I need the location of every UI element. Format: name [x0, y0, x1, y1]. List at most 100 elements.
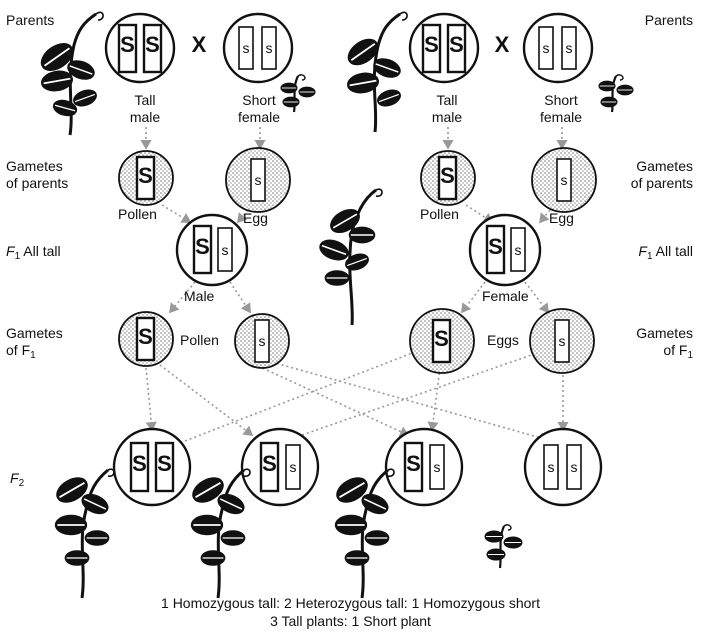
f1-gamete-egg-s	[529, 308, 595, 374]
parent-tall-left	[104, 12, 176, 84]
allele-S: S	[440, 163, 455, 188]
label-line: female	[539, 109, 583, 125]
label-line: female	[237, 109, 281, 125]
cross-symbol: X	[191, 32, 207, 57]
f1-gamete-egg-S	[409, 308, 475, 374]
allele-S: S	[120, 32, 135, 57]
f2-SS	[112, 427, 192, 507]
allele-S: S	[157, 451, 172, 476]
caption-ratio-phenotype: 3 Tall plants: 1 Short plant	[270, 613, 431, 629]
arrow-pollens-ss	[271, 361, 550, 444]
f2-Ss-1	[240, 427, 320, 507]
allele-s: s	[542, 40, 550, 56]
tall-plant-icon-f2-1	[52, 468, 115, 599]
arrow-pollen-f1-left	[161, 204, 192, 223]
label-tall-male-left: Tall male	[112, 92, 178, 126]
allele-S: S	[195, 234, 210, 259]
arrow-eggS-SS	[170, 349, 421, 449]
allele-s: s	[547, 459, 555, 475]
short-plant-icon-1	[280, 74, 316, 113]
row-label-gametes-parents-right: Gametes of parents	[631, 158, 693, 192]
allele-S: S	[138, 163, 153, 188]
gamete-pollen-right	[420, 150, 476, 206]
label-line: Gametes	[6, 158, 63, 174]
allele-S: S	[488, 234, 503, 259]
label-pollen-right: Pollen	[420, 206, 459, 222]
f1-subscript: 1	[646, 251, 653, 262]
label-line: Short	[242, 92, 276, 108]
f1-subscript: 1	[30, 350, 36, 361]
label-line: of F1	[636, 342, 693, 364]
arrows	[140, 127, 569, 449]
cross-symbol: X	[494, 32, 510, 57]
label-pollen-f1: Pollen	[180, 332, 219, 348]
allele-S: S	[145, 32, 160, 57]
allele-s: s	[221, 242, 229, 258]
row-label-parents-right: Parents	[644, 12, 693, 28]
gamete-pollen-left	[118, 150, 174, 206]
f2-ss	[523, 427, 603, 507]
arrow-f1-gamete-S-left	[168, 281, 196, 314]
label-female: Female	[482, 288, 529, 304]
f1-symbol: F	[6, 243, 15, 259]
allele-s: s	[560, 172, 568, 188]
arrow-eggS-Ss2	[427, 367, 441, 432]
parent-short-left	[222, 12, 294, 84]
label-line: Tall	[436, 92, 458, 108]
f1-symbol: F	[638, 243, 647, 259]
allele-s: s	[258, 333, 266, 349]
arrow-eggs-Ss1	[280, 351, 541, 445]
caption-ratio-genotype: 1 Homozygous tall: 2 Heterozygous tall: …	[161, 595, 540, 611]
arrow-f1-gamete-s-right	[524, 281, 549, 314]
tall-plant-icon-f2-2	[188, 468, 251, 599]
row-label-f1-right: F1 All tall	[638, 243, 693, 265]
label-male: Male	[184, 288, 215, 304]
label-line: male	[129, 109, 161, 125]
tall-plant-icon-1	[35, 11, 104, 136]
f1-left	[175, 213, 249, 287]
arrow-pollens-Ss2	[257, 365, 410, 437]
label-text: of F	[663, 342, 688, 358]
f2-symbol: F	[10, 470, 19, 486]
allele-s: s	[558, 333, 566, 349]
allele-S: S	[449, 32, 464, 57]
arrow-pollenS-Ss1	[159, 364, 254, 436]
tall-plant-icon-f2-3	[332, 468, 395, 599]
label-short-female-left: Short female	[226, 92, 292, 126]
allele-S: S	[262, 451, 277, 476]
label-line: Short	[544, 92, 578, 108]
allele-S: S	[138, 324, 153, 349]
label-line: Gametes	[6, 325, 63, 341]
parent-tall-right	[408, 12, 480, 84]
allele-s: s	[514, 242, 522, 258]
arrow-f1-gamete-S-right	[461, 281, 486, 314]
label-short-female-right: Short female	[528, 92, 594, 126]
gamete-egg-left	[225, 147, 291, 213]
allele-S: S	[406, 451, 421, 476]
label-egg-right: Egg	[549, 210, 574, 226]
label-tall-male-right: Tall male	[414, 92, 480, 126]
f1-gamete-pollen-s	[234, 313, 290, 369]
label-pollen-left: Pollen	[118, 206, 157, 222]
allele-s: s	[242, 40, 250, 56]
f1-all-tall: All tall	[23, 243, 61, 259]
short-plant-icon-f2	[484, 524, 523, 569]
tall-plant-icon-2	[343, 11, 408, 133]
label-line: of parents	[630, 175, 693, 191]
label-line: Tall	[134, 92, 156, 108]
row-label-parents: Parents	[6, 12, 55, 28]
row-label-gametes-parents: Gametes of parents	[6, 158, 68, 192]
allele-S: S	[424, 32, 439, 57]
allele-s: s	[254, 172, 262, 188]
allele-S: S	[434, 326, 449, 351]
allele-s: s	[289, 459, 297, 475]
label-line: of parents	[6, 175, 69, 191]
label-line: Gametes	[636, 158, 693, 174]
row-label-gametes-f1: Gametes of F1	[6, 325, 63, 364]
arrow-f1-gamete-s-left	[229, 281, 251, 314]
parent-short-right	[522, 12, 594, 84]
label-line: Gametes	[636, 325, 693, 341]
f1-all-tall: All tall	[655, 243, 693, 259]
